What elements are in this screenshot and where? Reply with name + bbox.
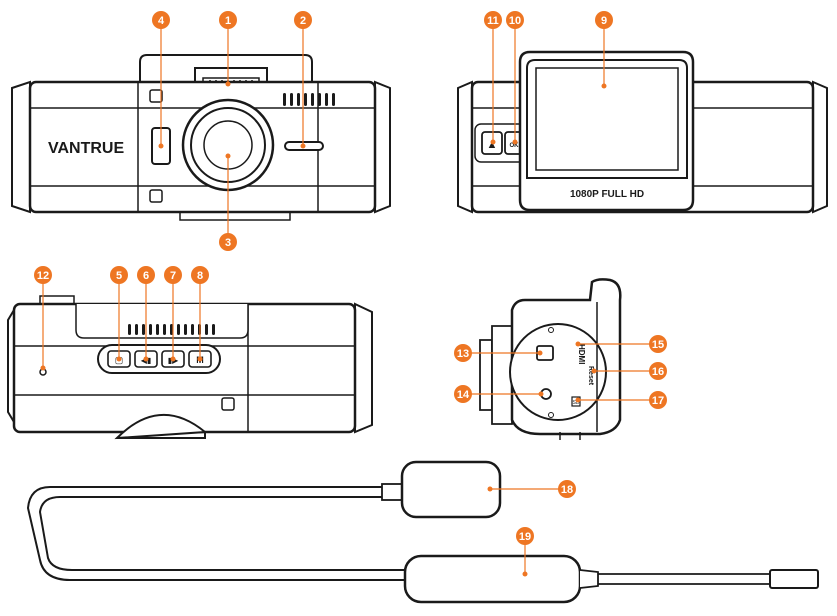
callout-14: 14 xyxy=(457,389,470,401)
callout-17: 17 xyxy=(652,395,664,407)
callout-7: 7 xyxy=(170,270,176,282)
callout-11-marker xyxy=(484,11,502,29)
callout-8: 8 xyxy=(197,270,203,282)
callout-3-marker xyxy=(219,233,237,251)
callouts: 1 2 3 4 5 6 7 8 9 10 xyxy=(34,11,667,577)
callout-8-marker xyxy=(191,266,209,284)
callout-19: 19 xyxy=(519,531,531,543)
callout-4-marker xyxy=(152,11,170,29)
front-view: VANTRUE xyxy=(11,54,391,221)
callout-1-marker xyxy=(219,11,237,29)
gps-cable xyxy=(26,460,819,604)
callout-17-marker xyxy=(649,391,667,409)
lcd-screen xyxy=(535,67,679,171)
callout-7-marker xyxy=(164,266,182,284)
power-adapter xyxy=(403,554,582,604)
front-vent xyxy=(283,93,335,106)
callout-5-marker xyxy=(110,266,128,284)
brand-logo: VANTRUE xyxy=(48,140,124,157)
callout-15: 15 xyxy=(652,339,664,351)
callout-1: 1 xyxy=(225,15,231,27)
callout-2-marker xyxy=(294,11,312,29)
rear-view: ▲ OK 1080P FULL HD xyxy=(457,50,828,214)
callout-18: 18 xyxy=(561,484,573,496)
reset-label: Reset xyxy=(587,366,594,386)
bottom-view: ▢ ◀▮ ▮▶ M xyxy=(7,295,373,440)
callout-3: 3 xyxy=(225,237,231,249)
ok-button-label: OK xyxy=(510,143,520,149)
callout-19-marker xyxy=(516,527,534,545)
sd-label: SD xyxy=(573,400,580,406)
callout-15-marker xyxy=(649,335,667,353)
callout-10-marker xyxy=(506,11,524,29)
callout-2: 2 xyxy=(300,15,306,27)
gps-module xyxy=(400,460,502,519)
hdmi-label: HDMI xyxy=(577,344,586,364)
callout-14-marker xyxy=(454,385,472,403)
callout-6: 6 xyxy=(143,270,149,282)
callout-10: 10 xyxy=(509,15,521,27)
callout-16-marker xyxy=(649,362,667,380)
callout-9-marker xyxy=(595,11,613,29)
cable-plug xyxy=(769,569,819,589)
callout-18-marker xyxy=(558,480,576,498)
callout-12: 12 xyxy=(37,270,49,282)
callout-4: 4 xyxy=(158,15,165,27)
callout-12-marker xyxy=(34,266,52,284)
event-icon: ▲ xyxy=(487,139,498,151)
callout-9: 9 xyxy=(601,15,607,27)
screen-label: 1080P FULL HD xyxy=(570,189,644,200)
callout-11: 11 xyxy=(487,15,499,27)
bottom-vent xyxy=(128,324,215,335)
callout-16: 16 xyxy=(652,366,664,378)
callout-6-marker xyxy=(137,266,155,284)
callout-13: 13 xyxy=(457,348,469,360)
side-view: HDMI Reset SD xyxy=(479,278,622,440)
callout-13-marker xyxy=(454,344,472,362)
callout-5: 5 xyxy=(116,270,122,282)
